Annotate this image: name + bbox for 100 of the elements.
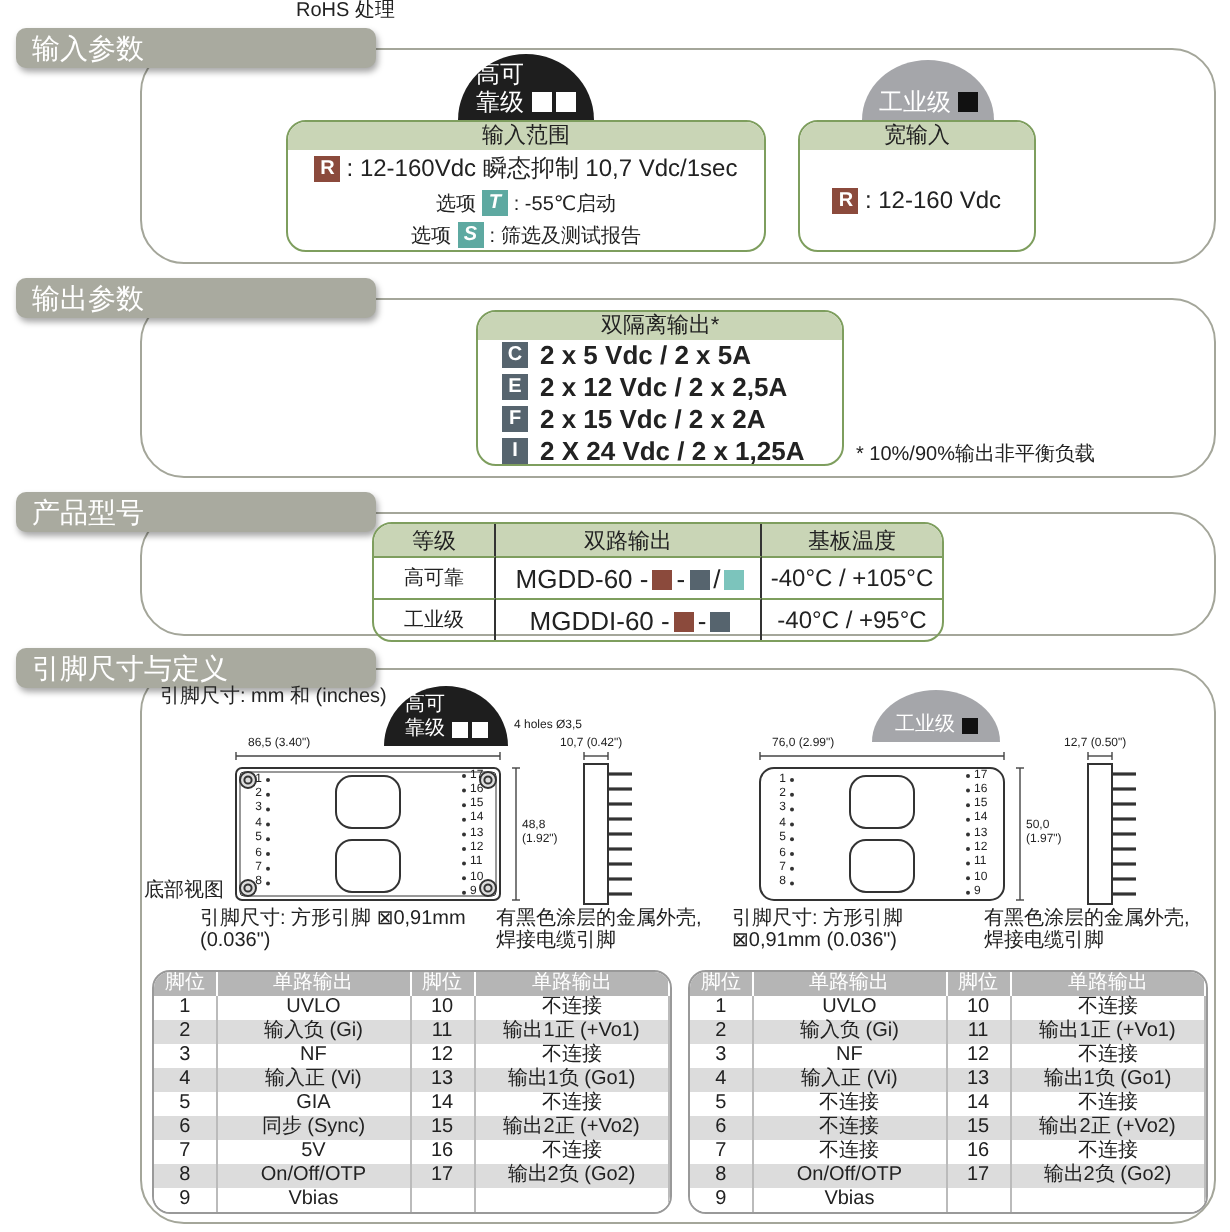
note-text: RoHS 处理 — [296, 0, 395, 24]
table-cell: 输入正 (Vi) — [217, 1068, 412, 1092]
table-cell: 输出1正 (+Vo1) — [1011, 1020, 1206, 1044]
box-heading: 输入范围 — [288, 122, 764, 150]
grade-cell: 高可靠 — [374, 556, 496, 598]
table-header-cell: 双路输出 — [496, 524, 762, 556]
spec-box — [476, 310, 844, 466]
grade-cell: 工业级 — [374, 598, 496, 640]
code-tag: I — [502, 437, 528, 463]
spec-text: : 12-160 Vdc — [864, 186, 1002, 214]
spec-text: 2 x 15 Vdc / 2 x 2A — [540, 403, 766, 433]
model-text: - — [695, 605, 709, 635]
footnote: * 10%/90%输出非平衡负载 — [856, 441, 1095, 468]
spec-text: 2 x 5 Vdc / 2 x 5A — [540, 339, 752, 369]
table-header-cell: 脚位 — [154, 972, 218, 996]
code-tag: R — [832, 187, 859, 213]
code-tag: S — [457, 222, 484, 248]
table-cell: 8 — [154, 1164, 218, 1188]
table-cell: 14 — [947, 1092, 1011, 1116]
table-cell: 输出1负 (Go1) — [1011, 1068, 1206, 1092]
model-text: MGDD-60 - — [513, 563, 651, 593]
spec-text: : -55℃启动 — [513, 191, 617, 217]
code-tag: C — [502, 341, 528, 367]
model-text: / — [711, 563, 723, 593]
table-cell: 输入负 (Gi) — [217, 1020, 412, 1044]
box-heading: 宽输入 — [800, 122, 1034, 150]
code-tag: T — [481, 190, 508, 216]
table-cell: 9 — [154, 1188, 218, 1212]
table-cell: 4 — [154, 1068, 218, 1092]
table-cell: 16 — [947, 1140, 1011, 1164]
table-cell: 输出2正 (+Vo2) — [475, 1116, 670, 1140]
table-cell: 6 — [690, 1116, 754, 1140]
table-cell: 13 — [411, 1068, 475, 1092]
table-cell: 6 — [154, 1116, 218, 1140]
section-panel — [16, 278, 1216, 478]
table-cell: 输出2负 (Go2) — [475, 1164, 670, 1188]
table-header-cell: 脚位 — [947, 972, 1011, 996]
code-tag: R — [314, 155, 341, 181]
table-cell: 17 — [947, 1164, 1011, 1188]
grade-label: 工业级 — [895, 714, 955, 738]
section-heading: 输入参数 — [16, 28, 376, 68]
grade-label: 工业级 — [879, 88, 951, 116]
table-cell: 10 — [411, 996, 475, 1020]
table-header-cell: 单路输出 — [1011, 972, 1206, 996]
table-cell: 输出1正 (+Vo1) — [475, 1020, 670, 1044]
table-cell: 输入正 (Vi) — [753, 1068, 948, 1092]
table-cell: 12 — [947, 1044, 1011, 1068]
table-cell: 12 — [411, 1044, 475, 1068]
code-tag: E — [502, 373, 528, 399]
table-cell: 11 — [411, 1020, 475, 1044]
section-panel — [16, 28, 1216, 264]
table-cell: 13 — [947, 1068, 1011, 1092]
table-cell: On/Off/OTP — [217, 1164, 412, 1188]
box-heading: 双隔离输出* — [478, 312, 842, 340]
table-header-cell: 基板温度 — [762, 524, 942, 556]
table-cell: 不连接 — [753, 1116, 948, 1140]
pin-size-note: 引脚尺寸: 方形引脚 ⊠0,91mm (0.036") — [200, 908, 468, 952]
temperature-cell: -40°C / +105°C — [762, 556, 942, 598]
model-text: - — [674, 563, 688, 593]
housing-note: 有黑色涂层的金属外壳, 焊接电缆引脚 — [984, 908, 1192, 952]
table-cell: 10 — [947, 996, 1011, 1020]
table-cell: 4 — [690, 1068, 754, 1092]
table-cell: 17 — [411, 1164, 475, 1188]
view-label: 底部视图 — [144, 877, 224, 904]
table-cell: 15 — [947, 1116, 1011, 1140]
spec-text: : 12-160Vdc 瞬态抑制 10,7 Vdc/1sec — [346, 151, 738, 185]
spec-box — [798, 120, 1036, 252]
table-cell: 2 — [690, 1020, 754, 1044]
table-cell: 15 — [411, 1116, 475, 1140]
table-cell: On/Off/OTP — [753, 1164, 948, 1188]
table-cell: 输出2负 (Go2) — [1011, 1164, 1206, 1188]
housing-note: 有黑色涂层的金属外壳, 焊接电缆引脚 — [496, 908, 704, 952]
table-cell: 输入负 (Gi) — [753, 1020, 948, 1044]
pin-size-note: 引脚尺寸: 方形引脚 ⊠0,91mm (0.036") — [732, 908, 906, 952]
spec-text: 2 X 24 Vdc / 2 x 1,25A — [540, 435, 805, 464]
spec-text: : 筛选及测试报告 — [489, 223, 641, 249]
spec-text: 选项 — [411, 223, 452, 249]
table-cell: 输出2正 (+Vo2) — [1011, 1116, 1206, 1140]
section-heading: 产品型号 — [16, 492, 376, 532]
table-cell: 8 — [690, 1164, 754, 1188]
code-tag: F — [502, 405, 528, 431]
temperature-cell: -40°C / +95°C — [762, 598, 942, 640]
table-header-cell: 单路输出 — [217, 972, 412, 996]
table-cell: 输出1负 (Go1) — [475, 1068, 670, 1092]
table-header-cell: 等级 — [374, 524, 496, 556]
table-cell: 14 — [411, 1092, 475, 1116]
table-cell: 2 — [154, 1020, 218, 1044]
spec-text: 选项 — [435, 191, 476, 217]
table-cell: 16 — [411, 1140, 475, 1164]
table-header-cell: 单路输出 — [475, 972, 670, 996]
table-header-cell: 脚位 — [690, 972, 754, 996]
table-header-cell: 脚位 — [411, 972, 475, 996]
table-cell: 11 — [947, 1020, 1011, 1044]
spec-box — [286, 120, 766, 252]
section-heading: 引脚尺寸与定义 — [16, 648, 376, 688]
model-text: MGDDI-60 - — [527, 605, 672, 635]
table-cell: 9 — [690, 1188, 754, 1212]
table-header-cell: 单路输出 — [753, 972, 948, 996]
unit-note: 引脚尺寸: mm 和 (inches) — [160, 683, 387, 710]
table-cell: 同步 (Sync) — [217, 1116, 412, 1140]
